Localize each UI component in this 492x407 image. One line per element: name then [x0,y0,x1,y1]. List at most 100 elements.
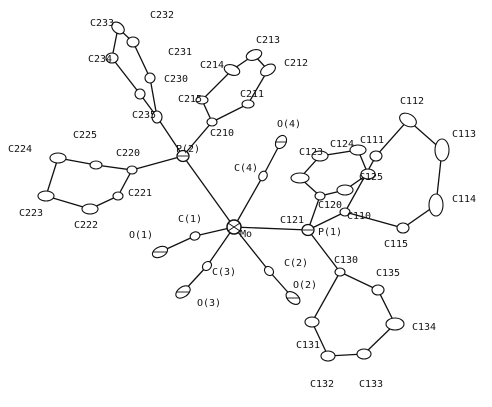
label-c232: C232 [150,10,174,21]
atom-c114 [428,193,444,217]
atom-c135 [371,284,385,296]
atom-c130 [334,267,346,277]
label-c123: C123 [299,147,323,158]
label-c130: C130 [334,255,358,266]
atom-c220 [126,165,138,175]
atom-c122 [336,184,354,196]
atoms [37,21,450,362]
atom-c120 [314,191,326,201]
atom-c110 [339,207,351,217]
atom-c233 [134,88,146,100]
atom-c112 [399,112,417,128]
label-c114: C114 [452,194,476,205]
label-c112: C112 [400,96,424,107]
atom-c214 [223,64,241,76]
bond-p2-c210 [182,121,213,157]
atom-c213 [245,49,263,61]
label-o3: O(3) [197,298,221,309]
label-c235: C235 [132,110,156,121]
atom-c115 [396,222,410,234]
atom-c234 [105,52,119,64]
label-c3: C(3) [212,267,236,278]
ring-c22x [45,157,134,210]
label-p2: P(2) [176,144,200,155]
label-c234: C234 [88,54,112,65]
atom-c111 [369,150,383,162]
bond-mo-p2 [182,155,235,228]
atom-c131 [304,316,320,328]
label-c211: C211 [240,89,264,100]
label-c132: C132 [310,379,334,390]
label-o1: O(1) [129,230,153,241]
label-c224: C224 [8,144,32,155]
bond-p1-c110 [307,211,346,231]
label-c1: C(1) [178,214,202,225]
label-c210: C210 [210,128,234,139]
label-c135: C135 [376,268,400,279]
label-c120: C120 [318,200,342,211]
atom-c134 [385,317,405,331]
atom-c212 [260,63,276,77]
atom-c2 [263,265,275,277]
label-c225: C225 [73,130,97,141]
label-c220: C220 [116,148,140,159]
label-c113: C113 [452,129,476,140]
bond-mo-c4 [233,175,264,228]
atom-c132 [320,350,336,362]
label-c233: C233 [90,18,114,29]
atom-c113 [434,138,450,162]
label-c222: C222 [74,220,98,231]
atom-c235 [151,110,163,124]
label-c110: C110 [347,211,371,222]
atom-c1 [189,231,201,241]
label-c121: C121 [280,215,304,226]
atom-c211 [241,99,255,109]
label-mo: Mo [240,229,252,240]
atom-labels: Mo P(2) P(1) C(1) C(2) C(3) C(4) O(1) O(… [8,10,476,390]
ring-c13x [311,271,396,357]
label-c124: C124 [330,139,354,150]
label-c111: C111 [360,135,384,146]
atom-c133 [356,348,372,360]
bond-p2-c220 [131,155,184,171]
label-c134: C134 [412,322,436,333]
label-c215: C215 [178,94,202,105]
label-c2: C(2) [284,258,308,269]
atom-c223 [37,190,55,202]
label-c214: C214 [200,60,224,71]
atom-c222 [81,203,99,215]
atom-c221 [112,191,124,201]
atom-c210 [206,117,218,127]
bonds [45,26,443,357]
label-c221: C221 [128,188,152,199]
label-c212: C212 [284,58,308,69]
atom-c125 [360,168,376,180]
bond-mo-c2 [233,226,270,272]
atom-c232 [111,21,125,35]
atom-c121 [290,172,310,184]
atom-c225 [89,160,103,170]
label-c231: C231 [168,47,192,58]
bond-mo-p1 [233,226,309,231]
label-c115: C115 [384,239,408,250]
label-c4: C(4) [234,163,258,174]
label-c230: C230 [164,74,188,85]
label-c131: C131 [296,340,320,351]
label-c133: C133 [359,379,383,390]
atom-c124 [349,144,367,156]
label-p1: P(1) [318,227,342,238]
atom-c230 [144,72,156,84]
label-c223: C223 [19,208,43,219]
label-c213: C213 [256,35,280,46]
bond-p1-c130 [307,229,341,273]
atom-c3 [201,260,213,272]
atom-c4 [258,170,268,182]
bond-p2-c230 [156,116,184,157]
atom-c224 [49,152,67,164]
bond-mo-c3 [206,226,235,267]
label-o4: O(4) [277,119,301,130]
label-o2: O(2) [293,280,317,291]
atom-c215 [195,95,209,105]
label-c125: C125 [359,172,383,183]
